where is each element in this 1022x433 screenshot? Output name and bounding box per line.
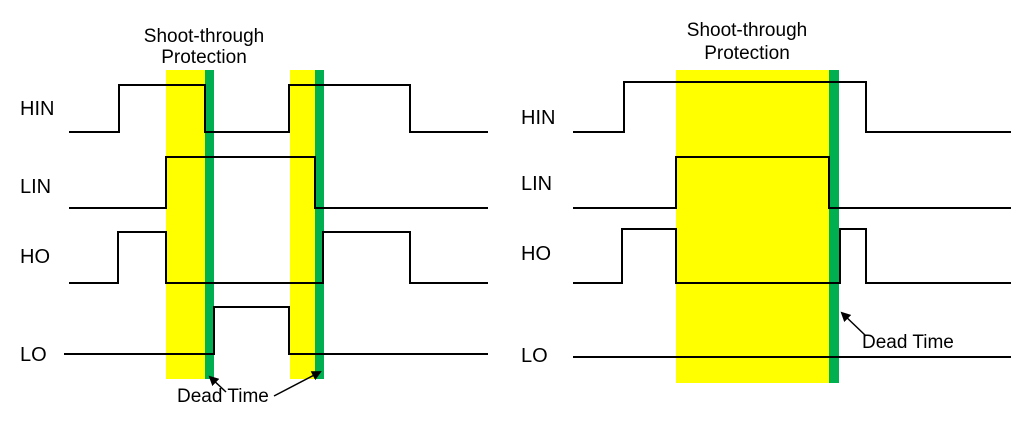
right-waveform-lin bbox=[573, 156, 1011, 209]
right-protection-region bbox=[676, 70, 830, 383]
left-title-line2: Protection bbox=[161, 47, 247, 68]
left-protection-region-1 bbox=[166, 70, 206, 379]
right-title-line2: Protection bbox=[704, 43, 790, 64]
left-waveform-hin bbox=[69, 84, 488, 133]
right-dead-time-bar bbox=[829, 70, 839, 383]
left-title-line1: Shoot-through bbox=[144, 26, 264, 47]
right-title-line1: Shoot-through bbox=[687, 20, 807, 41]
right-signal-label-lo: LO bbox=[521, 345, 548, 367]
left-waveform-lo bbox=[64, 306, 488, 355]
right-signal-label-lin: LIN bbox=[521, 173, 552, 195]
left-signal-label-hin: HIN bbox=[20, 98, 54, 120]
left-dead-time-arrow-2 bbox=[273, 371, 322, 397]
left-diagram: Shoot-through Protection HIN LIN HO LO D… bbox=[20, 26, 488, 407]
right-signal-label-ho: HO bbox=[521, 243, 551, 265]
left-dead-time-label: Dead Time bbox=[177, 386, 269, 407]
left-signal-label-lin: LIN bbox=[20, 176, 51, 198]
left-dead-time-arrow-1 bbox=[208, 375, 227, 393]
left-dead-time-bar-1 bbox=[205, 70, 214, 379]
right-waveform-hin bbox=[573, 81, 1011, 133]
right-signal-label-hin: HIN bbox=[521, 107, 555, 129]
left-signal-label-lo: LO bbox=[20, 344, 47, 366]
right-diagram: Shoot-through Protection HIN LIN HO LO D… bbox=[521, 20, 1011, 383]
left-dead-time-bar-2 bbox=[315, 70, 324, 379]
right-waveform-ho bbox=[573, 228, 1011, 284]
left-protection-region-2 bbox=[290, 70, 316, 379]
right-dead-time-label: Dead Time bbox=[862, 332, 954, 353]
left-signal-label-ho: HO bbox=[20, 246, 50, 268]
left-waveform-lin bbox=[69, 156, 488, 209]
right-dead-time-arrow bbox=[840, 311, 867, 337]
left-waveform-ho bbox=[69, 231, 488, 284]
